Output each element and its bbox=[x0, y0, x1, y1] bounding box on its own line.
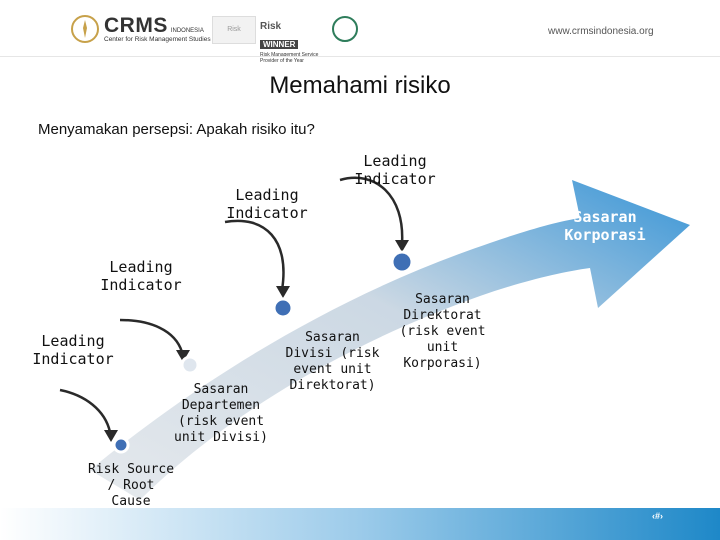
arrowhead-2 bbox=[176, 350, 190, 362]
header-divider bbox=[0, 56, 720, 57]
node-departemen bbox=[180, 355, 200, 375]
slide-title: Memahami risiko bbox=[269, 72, 451, 99]
award-badge-1: Risk bbox=[212, 16, 256, 44]
stage-label-root-cause: Risk Source / Root Cause bbox=[87, 462, 175, 509]
node-direktorat bbox=[390, 250, 414, 274]
leading-indicator-label-1: Leading Indicator bbox=[32, 332, 114, 368]
connector-curve-1 bbox=[59, 388, 112, 433]
leading-indicator-label-2: Leading Indicator bbox=[100, 258, 182, 294]
node-root-cause bbox=[112, 436, 130, 454]
logo-tagline: Center for Risk Management Studies bbox=[104, 36, 211, 43]
award-title: Risk bbox=[260, 21, 282, 32]
stage-label-departemen: Sasaran Departemen (risk event unit Divi… bbox=[174, 382, 268, 445]
award-winner-badge: WINNER bbox=[260, 40, 299, 49]
certification-seal-icon bbox=[332, 16, 358, 42]
arrowhead-4 bbox=[395, 240, 409, 252]
footer-bar bbox=[0, 508, 720, 540]
leading-indicator-label-4: Leading Indicator bbox=[354, 152, 436, 188]
arrowhead-3 bbox=[276, 286, 290, 298]
crms-logo-icon bbox=[71, 15, 99, 43]
node-divisi bbox=[272, 297, 294, 319]
stage-label-korporasi: Sasaran Korporasi bbox=[564, 208, 646, 244]
connector-curve-2 bbox=[119, 318, 184, 353]
stage-label-direktorat: Sasaran Direktorat (risk event unit Korp… bbox=[399, 292, 486, 371]
arrowhead-1 bbox=[104, 430, 118, 442]
stage-label-divisi: Sasaran Divisi (risk event unit Direktor… bbox=[285, 330, 380, 393]
slide-subtitle: Menyamakan persepsi: Apakah risiko itu? bbox=[38, 121, 315, 138]
connector-curve-4 bbox=[339, 176, 404, 245]
page-number: ‹#› bbox=[652, 511, 663, 521]
award-subtitle: Risk Management Service Provider of the … bbox=[260, 52, 319, 64]
award-badge-2: Risk WINNER Risk Management Service Prov… bbox=[260, 16, 324, 64]
progress-arrow bbox=[90, 180, 690, 500]
website-url[interactable]: www.crmsindonesia.org bbox=[548, 26, 654, 37]
connector-curve-3 bbox=[224, 219, 285, 291]
leading-indicator-label-3: Leading Indicator bbox=[226, 186, 308, 222]
